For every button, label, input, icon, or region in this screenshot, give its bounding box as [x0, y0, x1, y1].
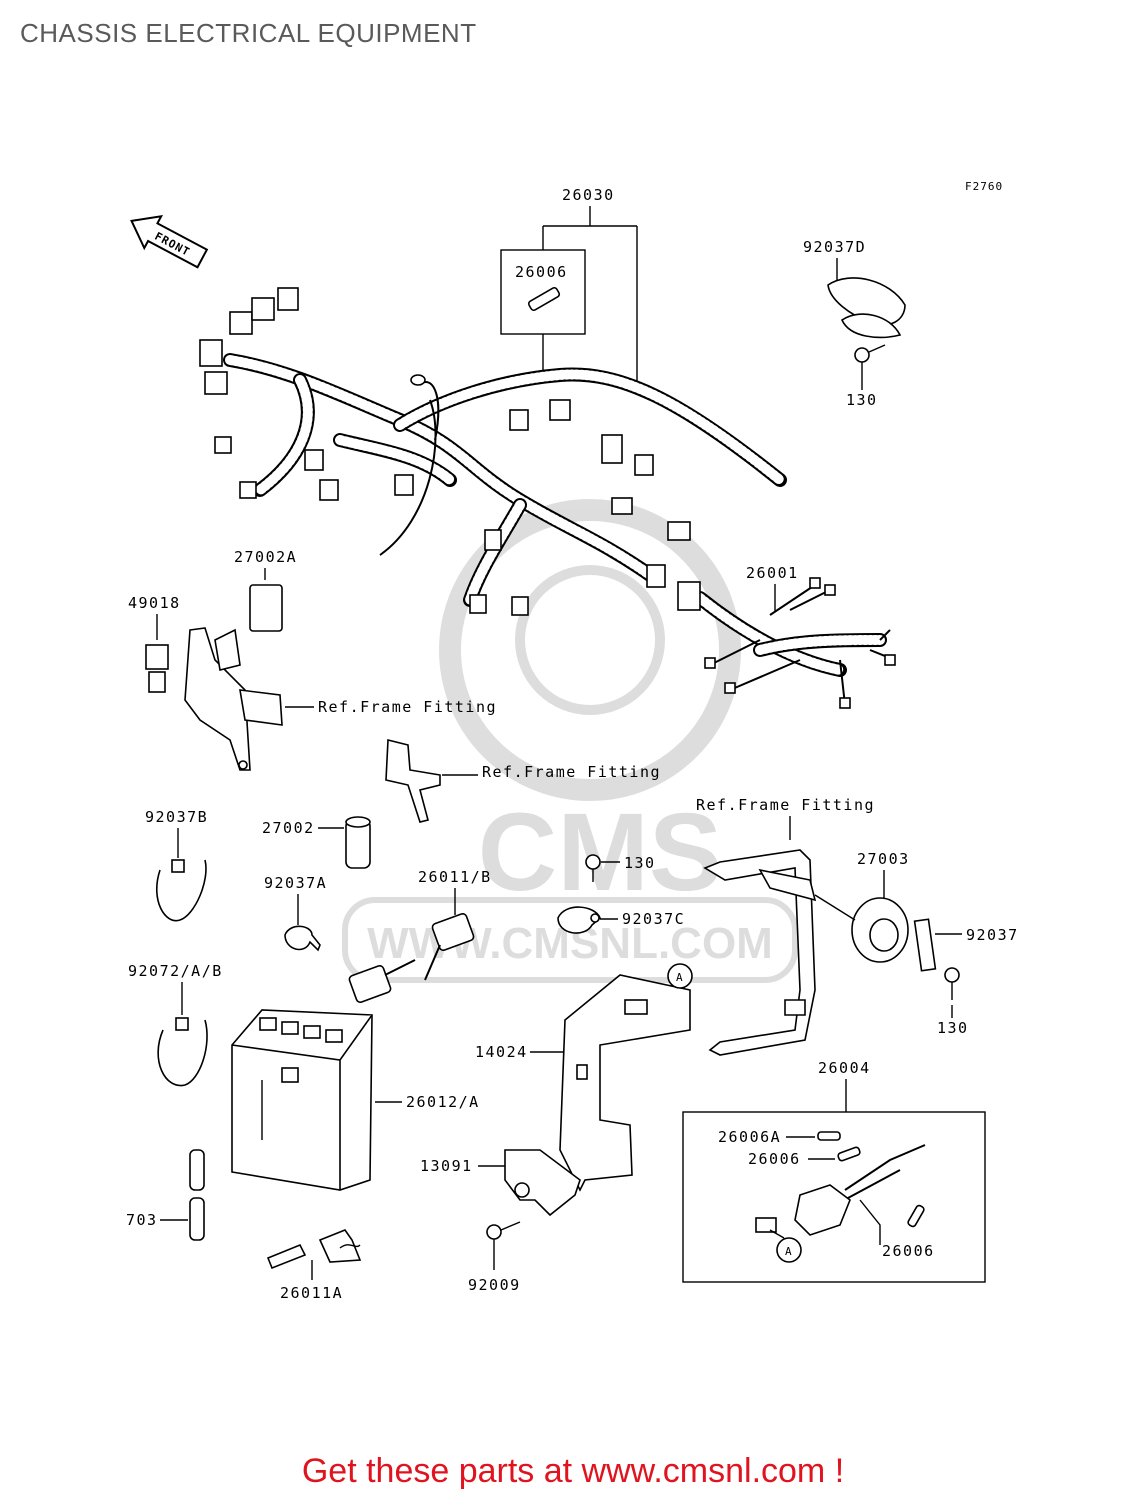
callout-label: 703 [126, 1211, 158, 1229]
page-title: CHASSIS ELECTRICAL EQUIPMENT [20, 18, 477, 48]
callout-label: 26006 [515, 263, 568, 281]
callout-label: 26011/B [418, 868, 492, 886]
marker-a-top: A [676, 971, 684, 984]
band-92037: 92037 [913, 918, 1019, 972]
clamp-92037D: 92037D 130 [803, 238, 906, 409]
parts-diagram: CMS WWW.CMSNL.COM F2760 FRONT 26030 2600… [126, 180, 1019, 1302]
callout-label: 26006A [718, 1128, 781, 1146]
screw-92009: 92009 [468, 1221, 521, 1294]
callout-label: 92037C [622, 910, 685, 928]
condenser-27002: 27002 [262, 816, 371, 869]
band-92072: 92072/A/B [128, 962, 223, 1087]
callout-label: 13091 [420, 1157, 473, 1175]
condenser-bracket: Ref.Frame Fitting [385, 738, 661, 823]
horn-27003: 27003 [814, 850, 910, 963]
callout-label: Ref.Frame Fitting [482, 763, 661, 781]
fuse-26006-top: 26006 [500, 249, 586, 370]
front-arrow-icon: FRONT [130, 214, 209, 269]
callout-label: 92037D [803, 238, 866, 256]
holder-13091: 13091 [420, 1149, 581, 1217]
fuse-holder-26011B: 26011/B [348, 868, 492, 1003]
junction-box-26004: 26004 26006A 26006 26006 A [682, 1059, 986, 1283]
relay-27002A: 27002A [234, 548, 297, 632]
callout-label: 92009 [468, 1276, 521, 1294]
clamp-92037C: 92037C [557, 906, 685, 934]
horn-bracket: Ref.Frame Fitting [696, 796, 875, 1056]
clamp-92037A: 92037A [264, 874, 327, 952]
battery-case-14024: A 14024 [475, 963, 693, 1192]
callout-label: Ref.Frame Fitting [696, 796, 875, 814]
callout-label: 130 [846, 391, 878, 409]
footer-cta-link[interactable]: Get these parts at www.cmsnl.com ! [301, 1452, 845, 1490]
callout-label: 27003 [857, 850, 910, 868]
callout-label: 130 [624, 854, 656, 872]
tube-703: 703 [126, 1149, 205, 1241]
battery-26012: 26012/A [231, 1009, 480, 1191]
fuse-holder-26011A: 26011A [266, 1229, 362, 1302]
callout-label: 26030 [562, 186, 615, 204]
callout-26030: 26030 [542, 186, 638, 395]
bolt-130-right: 130 [937, 967, 969, 1037]
callout-label: 26004 [818, 1059, 871, 1077]
callout-label: 92037B [145, 808, 208, 826]
callout-label: 14024 [475, 1043, 528, 1061]
callout-label: 92037A [264, 874, 327, 892]
band-92037B: 92037B [145, 808, 208, 922]
figure-code: F2760 [965, 180, 1003, 193]
watermark-logo-text: CMS [478, 791, 722, 914]
sub-harness-26001: 26001 [677, 564, 896, 709]
callout-label: 130 [937, 1019, 969, 1037]
callout-label: 27002 [262, 819, 315, 837]
callout-label: Ref.Frame Fitting [318, 698, 497, 716]
main-wiring-harness [199, 287, 787, 616]
callout-label: 92072/A/B [128, 962, 223, 980]
relay-bracket: Ref.Frame Fitting [184, 627, 497, 771]
callout-label: 49018 [128, 594, 181, 612]
callout-label: 27002A [234, 548, 297, 566]
marker-a-bottom: A [785, 1245, 793, 1258]
part-49018: 49018 [128, 594, 181, 693]
callout-label: 26006 [882, 1242, 935, 1260]
callout-label: 26011A [280, 1284, 343, 1302]
callout-label: 26006 [748, 1150, 801, 1168]
bolt-130-mid: 130 [585, 854, 656, 882]
callout-label: 26012/A [406, 1093, 480, 1111]
callout-label: 26001 [746, 564, 799, 582]
callout-label: 92037 [966, 926, 1019, 944]
